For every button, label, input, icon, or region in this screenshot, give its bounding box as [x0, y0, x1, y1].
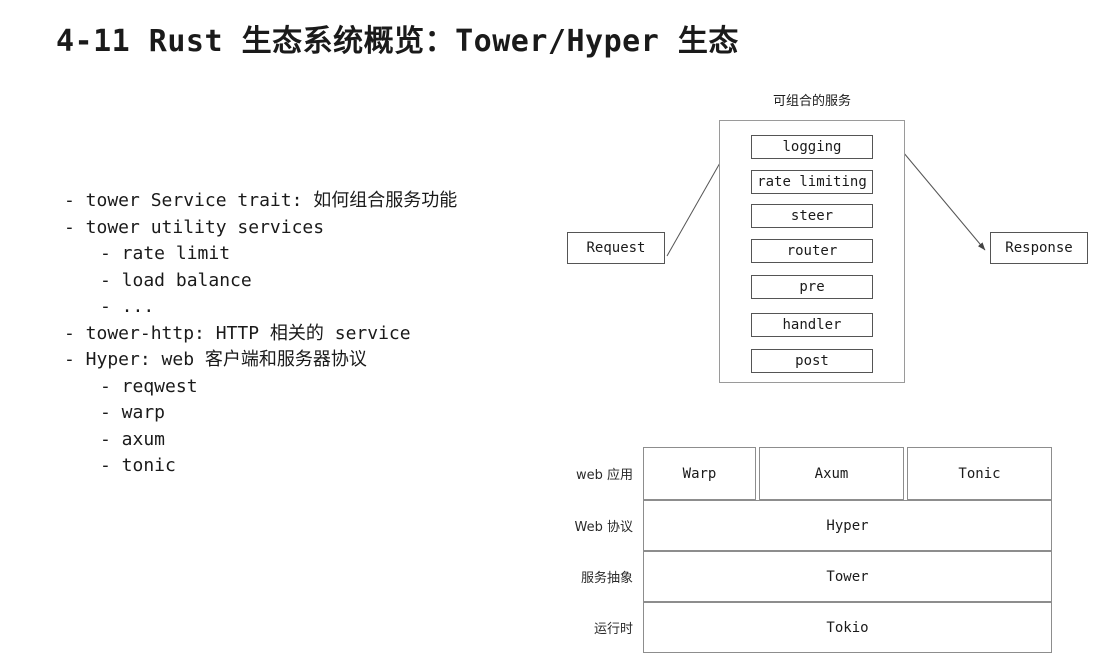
response-box[interactable]: Response: [990, 232, 1088, 264]
service-box-pre[interactable]: pre: [751, 275, 873, 299]
request-box[interactable]: Request: [567, 232, 665, 264]
layer-cell-tokio[interactable]: Tokio: [643, 602, 1052, 653]
list-item: - warp: [100, 402, 166, 423]
service-box-handler[interactable]: handler: [751, 313, 873, 337]
layer-cell-tower[interactable]: Tower: [643, 551, 1052, 602]
service-box-steer[interactable]: steer: [751, 204, 873, 228]
list-item: - reqwest: [100, 375, 198, 397]
bullet-list: - tower Service trait: 如何组合服务功能 - tower …: [64, 188, 457, 480]
list-item: - load balance: [100, 269, 252, 291]
response-arrow: [892, 139, 986, 251]
list-item: - Hyper: web 客户端和服务器协议: [64, 349, 367, 370]
layer-cell-axum[interactable]: Axum: [759, 447, 904, 500]
list-item: - rate limit: [100, 243, 231, 264]
composable-services-caption: 可组合的服务: [772, 94, 851, 109]
layer-cell-hyper[interactable]: Hyper: [643, 500, 1052, 551]
layer-row-label-web-protocol: Web 协议: [574, 520, 633, 535]
list-item: - tower Service trait: 如何组合服务功能: [64, 190, 458, 211]
layer-row-label-service-abstraction: 服务抽象: [580, 571, 633, 586]
layer-row-label-runtime: 运行时: [593, 622, 633, 637]
service-box-rate-limiting[interactable]: rate limiting: [751, 170, 873, 194]
page-title: 4-11 Rust 生态系统概览：Tower/Hyper 生态: [56, 24, 739, 59]
list-item: - tower-http: HTTP 相关的 service: [64, 322, 411, 344]
layer-cell-tonic[interactable]: Tonic: [907, 447, 1052, 500]
service-box-logging[interactable]: logging: [751, 135, 873, 159]
list-item: - ...: [100, 296, 155, 317]
list-item: - tonic: [100, 455, 176, 476]
list-item: - axum: [100, 428, 166, 450]
layer-cell-warp[interactable]: Warp: [643, 447, 756, 500]
list-item: - tower utility services: [64, 216, 325, 238]
service-box-post[interactable]: post: [751, 349, 873, 373]
service-box-router[interactable]: router: [751, 239, 873, 263]
layer-row-label-web-app: web 应用: [575, 468, 633, 483]
